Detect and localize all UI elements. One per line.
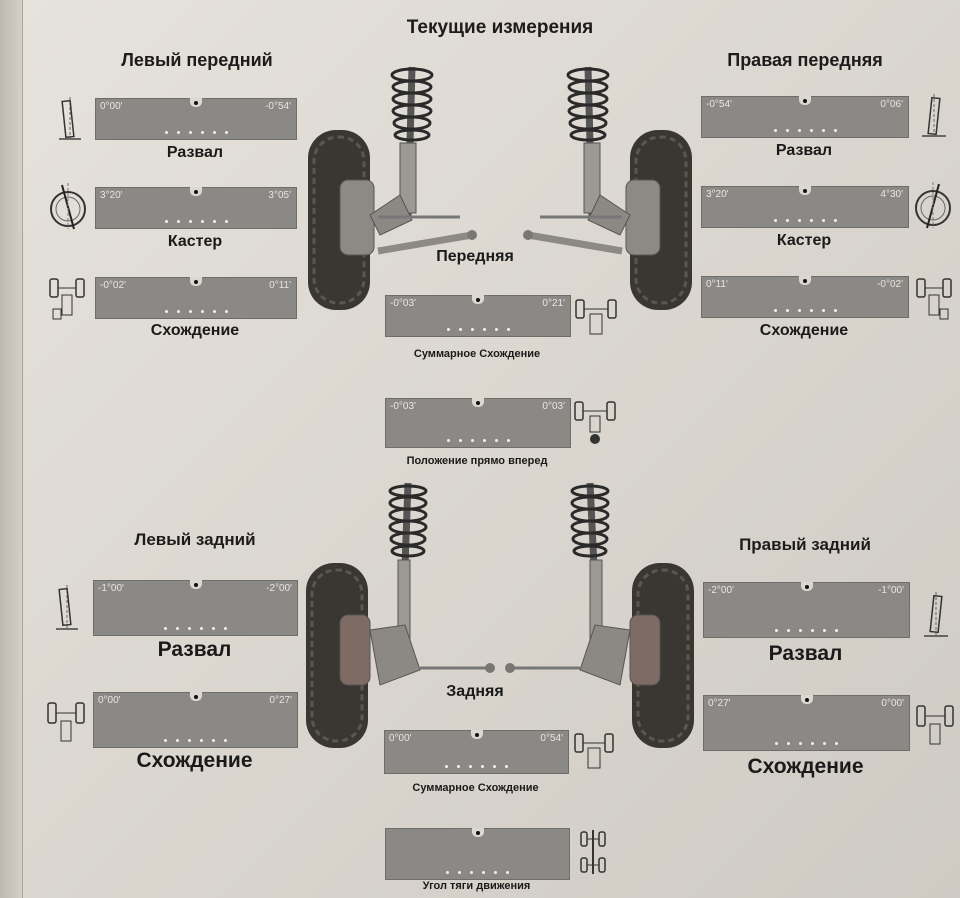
rear-right-camber-gauge: -2°00' -1°00': [703, 582, 910, 638]
toe-icon: [45, 697, 87, 747]
gauge-right-value: 0°11': [269, 280, 291, 291]
rear-left-camber-gauge: -1°00' -2°00': [93, 580, 298, 636]
gauge-right-value: 0°27': [269, 695, 292, 706]
gauge-right-value: -0°54': [265, 101, 291, 112]
front-right-camber-label: Развал: [775, 142, 833, 159]
front-right-title: Правая передняя: [727, 50, 883, 70]
front-total-toe-gauge: -0°03' 0°21': [385, 295, 571, 337]
page-binding-line: [22, 0, 23, 898]
page-title: Текущие измерения: [406, 17, 594, 38]
front-left-toe-gauge: -0°02' 0°11': [95, 277, 297, 319]
straight-ahead-label: Положение прямо вперед: [406, 455, 548, 467]
rear-left-toe-gauge: 0°00' 0°27': [93, 692, 298, 748]
front-total-toe-label: Суммарное Схождение: [413, 348, 541, 360]
page-edge: [0, 0, 22, 898]
camber-icon: [918, 92, 950, 138]
gauge-left-value: 0°00': [98, 695, 121, 706]
gauge-right-value: 3°05': [268, 190, 291, 201]
rear-right-toe-label: Схождение: [747, 755, 864, 778]
thrust-angle-gauge: [385, 828, 570, 880]
gauge-left-value: 3°20': [706, 189, 729, 200]
gauge-left-value: -1°00': [98, 583, 124, 594]
caster-icon: [913, 182, 953, 230]
total-toe-icon: [573, 296, 619, 336]
gauge-left-value: -0°03': [390, 401, 416, 412]
gauge-right-value: -2°00': [266, 583, 292, 594]
gauge-left-value: 0°27': [708, 698, 731, 709]
front-left-caster-label: Кастер: [167, 233, 223, 250]
rear-right-camber-label: Развал: [768, 642, 843, 665]
gauge-left-value: -0°03': [390, 298, 416, 309]
front-right-toe-gauge: 0°11' -0°02': [701, 276, 909, 318]
front-left-caster-gauge: 3°20' 3°05': [95, 187, 297, 229]
front-left-toe-label: Схождение: [150, 322, 240, 339]
front-right-toe-label: Схождение: [759, 322, 849, 339]
gauge-left-value: -2°00': [708, 585, 734, 596]
front-left-camber-gauge: 0°00' -0°54': [95, 98, 297, 140]
front-right-caster-label: Кастер: [776, 232, 832, 249]
gauge-right-value: 0°03': [542, 401, 565, 412]
gauge-right-value: 0°54': [540, 733, 563, 744]
front-right-caster-gauge: 3°20' 4°30': [701, 186, 909, 228]
gauge-right-value: -0°02': [877, 279, 903, 290]
rear-right-toe-gauge: 0°27' 0°00': [703, 695, 910, 751]
camber-icon: [920, 590, 952, 638]
front-right-camber-gauge: -0°54' 0°06': [701, 96, 909, 138]
gauge-right-value: 0°06': [880, 99, 903, 110]
gauge-right-value: -1°00': [878, 585, 904, 596]
gauge-left-value: -0°54': [706, 99, 732, 110]
rear-left-toe-label: Схождение: [136, 749, 253, 772]
toe-icon: [914, 273, 954, 321]
caster-icon: [48, 183, 88, 231]
rear-left-title: Левый задний: [134, 530, 256, 549]
front-axle-label: Передняя: [436, 248, 514, 265]
gauge-right-value: 0°00': [881, 698, 904, 709]
gauge-right-value: 0°21': [542, 298, 565, 309]
rear-right-title: Правый задний: [739, 535, 871, 554]
rear-total-toe-gauge: 0°00' 0°54': [384, 730, 569, 774]
total-toe-icon: [572, 730, 616, 770]
rear-suspension-illustration: [300, 475, 700, 755]
camber-icon: [55, 95, 85, 141]
gauge-left-value: 0°11': [706, 279, 728, 290]
toe-icon: [914, 700, 956, 750]
front-left-camber-label: Развал: [166, 144, 224, 161]
front-suspension-illustration: [300, 55, 700, 320]
rear-total-toe-label: Суммарное Схождение: [412, 782, 539, 794]
front-left-title: Левый передний: [121, 50, 273, 70]
rear-axle-label: Задняя: [446, 683, 504, 700]
straight-ahead-gauge: -0°03' 0°03': [385, 398, 571, 448]
gauge-left-value: 0°00': [389, 733, 412, 744]
thrust-angle-icon: [578, 828, 608, 876]
gauge-left-value: -0°02': [100, 280, 126, 291]
camber-icon: [52, 583, 82, 631]
steering-wheel-icon: [572, 398, 618, 446]
rear-left-camber-label: Развал: [157, 638, 232, 661]
gauge-left-value: 0°00': [100, 101, 123, 112]
gauge-left-value: 3°20': [100, 190, 123, 201]
toe-icon: [47, 273, 87, 321]
thrust-angle-label: Угол тяги движения: [422, 880, 531, 892]
gauge-right-value: 4°30': [880, 189, 903, 200]
